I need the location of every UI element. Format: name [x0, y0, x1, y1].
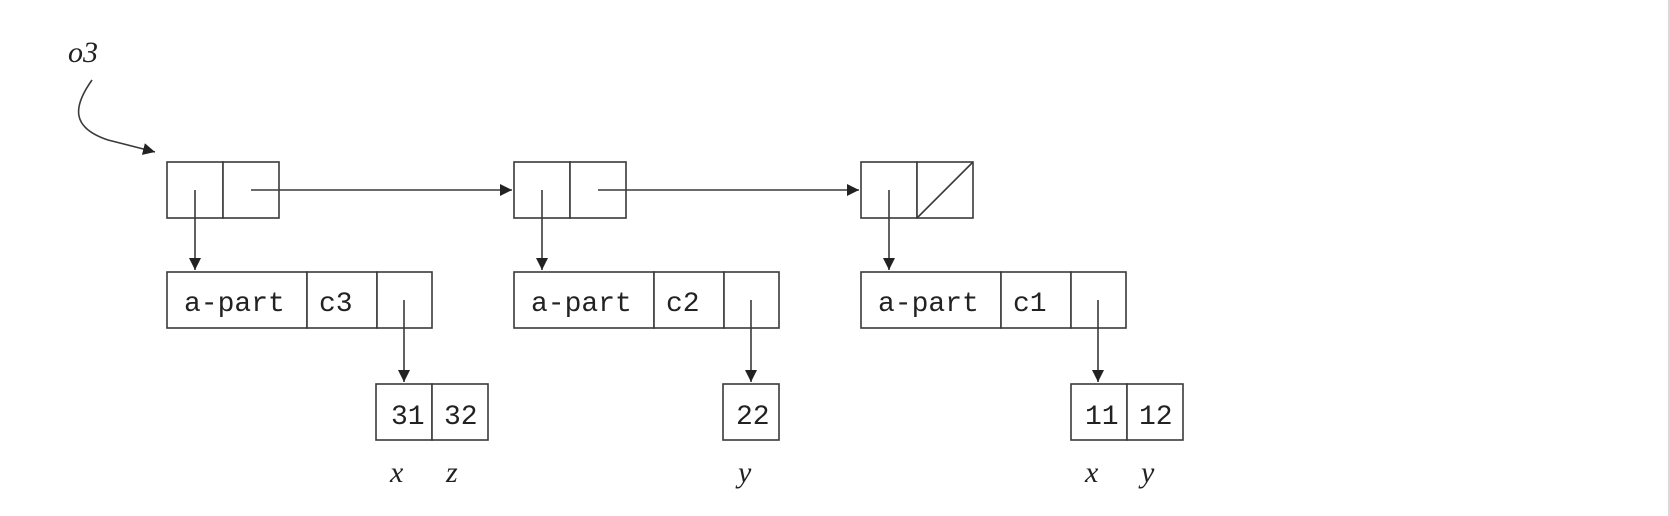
value-1a-label: 31: [391, 402, 425, 433]
value-pair-1: 31 32 x z: [375, 383, 489, 489]
name-3a-label: x: [1084, 456, 1099, 489]
record-1-car-label: a-part: [184, 289, 285, 320]
record-node-1: a-part c3: [166, 271, 433, 329]
page-edge-divider: [1668, 0, 1670, 516]
value-1b-label: 32: [444, 402, 478, 433]
value-2a-label: 22: [736, 402, 770, 433]
value-3a-label: 11: [1085, 402, 1119, 433]
record-3-car-cell: [860, 271, 1002, 329]
name-2a-label: y: [735, 456, 752, 489]
record-3-tag-cell: [1000, 271, 1072, 329]
record-3-car-label: a-part: [878, 289, 979, 320]
value-2a-cell: [722, 383, 780, 441]
value-pair-3: 11 12 x y: [1070, 383, 1184, 489]
spine-pair-3: [860, 161, 974, 219]
record-3-tag-label: c1: [1013, 289, 1047, 320]
record-2-tag-cell: [653, 271, 725, 329]
spine-pair-1: [166, 161, 280, 219]
value-1a-cell: [375, 383, 433, 441]
name-1b-label: z: [445, 456, 458, 489]
record-1-car-cell: [166, 271, 308, 329]
record-node-3: a-part c1: [860, 271, 1127, 329]
name-1a-label: x: [389, 456, 404, 489]
value-3b-cell: [1126, 383, 1184, 441]
nil-slash-icon: [916, 161, 974, 219]
record-1-tag-label: c3: [319, 289, 353, 320]
pointer-label-o3: o3: [68, 36, 98, 69]
record-1-tag-cell: [306, 271, 378, 329]
value-pair-2: 22 y: [722, 383, 780, 489]
record-node-2: a-part c2: [513, 271, 780, 329]
record-2-tag-label: c2: [666, 289, 700, 320]
o3-pointer-arrow: [77, 79, 156, 155]
name-3b-label: y: [1138, 456, 1155, 489]
record-2-car-label: a-part: [531, 289, 632, 320]
value-3b-label: 12: [1139, 402, 1173, 433]
value-1b-cell: [431, 383, 489, 441]
